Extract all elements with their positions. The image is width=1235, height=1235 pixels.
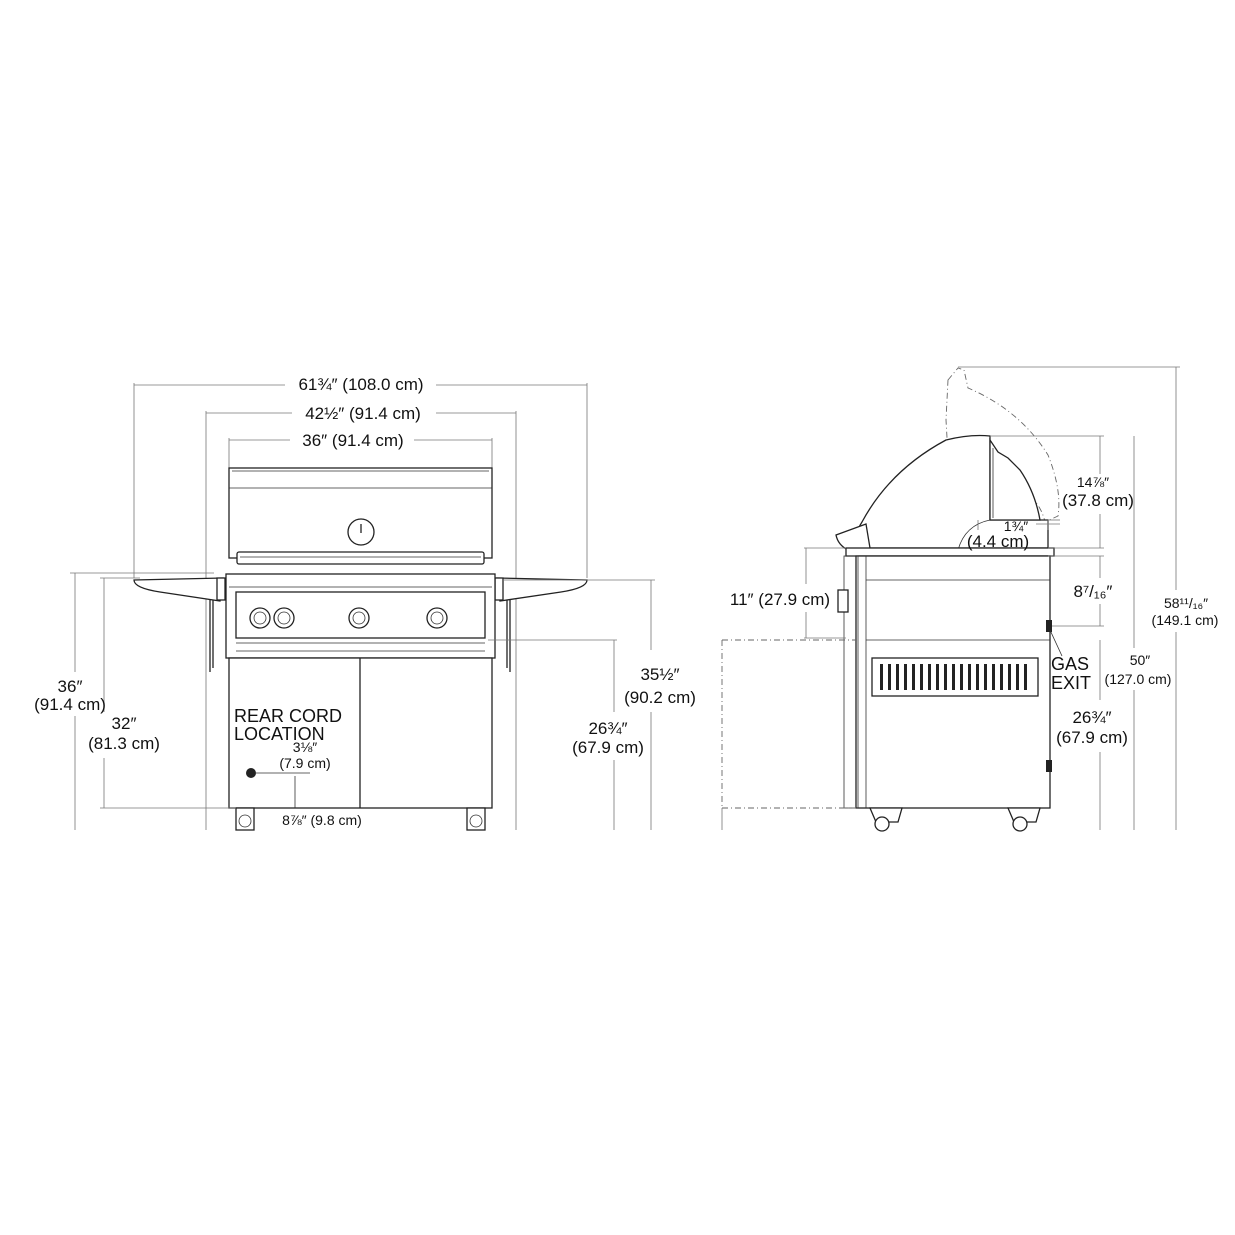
rear-cord-label-line2: LOCATION <box>234 724 325 744</box>
side-cart-height-inches: 26¾″ <box>1072 708 1111 727</box>
overall-width-label: 61¾″ (108.0 cm) <box>298 375 423 394</box>
side-cart-height-cm: (67.9 cm) <box>1056 728 1128 747</box>
shelf-height-cm: (91.4 cm) <box>34 695 106 714</box>
grill-hood <box>228 467 493 565</box>
knob-height-label: 11″ (27.9 cm) <box>730 590 830 609</box>
cart-height-cm: (67.9 cm) <box>572 738 644 757</box>
cord-height-inches: 3⅛″ <box>293 739 317 755</box>
panel-height-label: 8⁷/₁₆″ <box>1074 582 1113 601</box>
valve-height-cm: (90.2 cm) <box>624 688 696 707</box>
hood-width-label: 42½″ (91.4 cm) <box>305 404 421 423</box>
rear-cord-point <box>246 768 256 778</box>
closed-hood <box>835 434 1049 551</box>
front-casters <box>235 807 486 831</box>
lip-inches: 1¾″ <box>1004 518 1028 534</box>
cart-height-inches: 26¾″ <box>588 719 627 738</box>
side-vents <box>871 657 1039 697</box>
panel-height-lines <box>1048 555 1104 627</box>
closed-height-cm: (127.0 cm) <box>1105 671 1172 687</box>
shelf-height-inches: 36″ <box>58 677 83 696</box>
counter-height-inches: 32″ <box>112 714 137 733</box>
gas-exit-leader <box>1049 629 1063 657</box>
hood-depth-lines <box>977 435 1104 549</box>
closed-height-inches: 50″ <box>1130 652 1151 668</box>
control-panel <box>225 573 496 659</box>
grill-width-label: 36″ (91.4 cm) <box>302 431 403 450</box>
side-shelves <box>133 577 588 672</box>
valve-height-inches: 35½″ <box>640 665 679 684</box>
cord-height-cm: (7.9 cm) <box>279 755 330 771</box>
front-view: 61¾″ (108.0 cm) 42½″ (91.4 cm) 36″ (91.4… <box>34 375 696 831</box>
open-height-inches: 58¹¹/₁₆″ <box>1164 595 1208 611</box>
gas-exit-label-line1: GAS <box>1051 654 1089 674</box>
hood-depth-inches: 14⅞″ <box>1077 474 1109 490</box>
side-view: 11″ (27.9 cm) 14⅞″ (37.8 cm) 1¾″ (4.4 cm… <box>721 366 1219 832</box>
cord-offset-label: 8⅞″ (9.8 cm) <box>282 812 362 828</box>
width-dimension-lines <box>133 383 588 830</box>
counter-height-cm: (81.3 cm) <box>88 734 160 753</box>
cart-body <box>228 657 493 809</box>
rear-cord-label-line1: REAR CORD <box>234 706 342 726</box>
right-height-lines <box>488 579 655 830</box>
open-height-cm: (149.1 cm) <box>1152 612 1219 628</box>
hood-depth-cm: (37.8 cm) <box>1062 491 1134 510</box>
knob-height-lines <box>804 547 846 639</box>
rear-lip-arc <box>957 519 991 551</box>
left-height-lines <box>70 572 236 830</box>
counter-outline <box>721 639 856 830</box>
lip-cm: (4.4 cm) <box>967 532 1029 551</box>
side-casters <box>869 807 1041 832</box>
gas-exit-label-line2: EXIT <box>1051 673 1091 693</box>
